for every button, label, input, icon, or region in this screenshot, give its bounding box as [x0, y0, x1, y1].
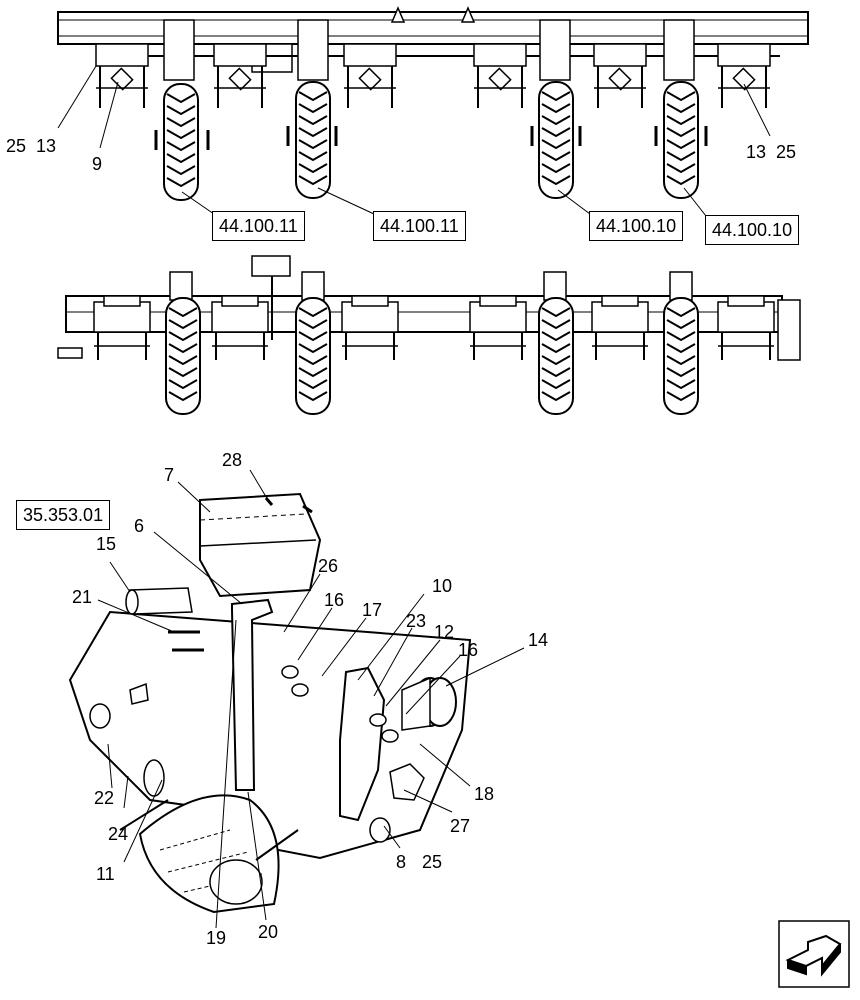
next-page-arrow-icon [778, 920, 850, 988]
callout-16: 16 [458, 640, 479, 660]
reference-link-35-353-01[interactable]: 35.353.01 [16, 500, 111, 530]
callout-26: 26 [318, 556, 339, 576]
callout-13: 13 [746, 142, 767, 162]
callout-15: 15 [96, 534, 117, 554]
callout-14: 14 [528, 630, 549, 650]
reference-link-44-100-10-a[interactable]: 44.100.10 [589, 211, 684, 241]
callout-18: 18 [474, 784, 495, 804]
callout-16: 16 [324, 590, 345, 610]
callout-8: 8 [396, 852, 407, 872]
callout-21: 21 [72, 587, 93, 607]
callout-27: 27 [450, 816, 471, 836]
callout-13: 13 [36, 136, 57, 156]
callout-17: 17 [362, 600, 383, 620]
callout-20: 20 [258, 922, 279, 942]
callout-7: 7 [164, 465, 175, 485]
callout-24: 24 [108, 824, 129, 844]
callout-25: 25 [776, 142, 797, 162]
planter-top-view [57, 6, 809, 201]
callout-10: 10 [432, 576, 453, 596]
callout-11: 11 [96, 864, 115, 884]
planter-front-view [57, 255, 801, 415]
callout-25: 25 [422, 852, 443, 872]
callout-19: 19 [206, 928, 227, 948]
next-page-button[interactable] [778, 920, 850, 988]
callout-12: 12 [434, 622, 455, 642]
callout-28: 28 [222, 450, 243, 470]
reference-link-44-100-10-b[interactable]: 44.100.10 [705, 215, 800, 245]
callout-6: 6 [134, 516, 145, 536]
leader-lines [57, 65, 771, 929]
reference-link-44-100-11-b[interactable]: 44.100.11 [373, 211, 466, 241]
callout-22: 22 [94, 788, 115, 808]
reference-link-44-100-11-a[interactable]: 44.100.11 [212, 211, 305, 241]
callout-9: 9 [92, 154, 103, 174]
callout-23: 23 [406, 611, 427, 631]
callout-25: 25 [6, 136, 27, 156]
